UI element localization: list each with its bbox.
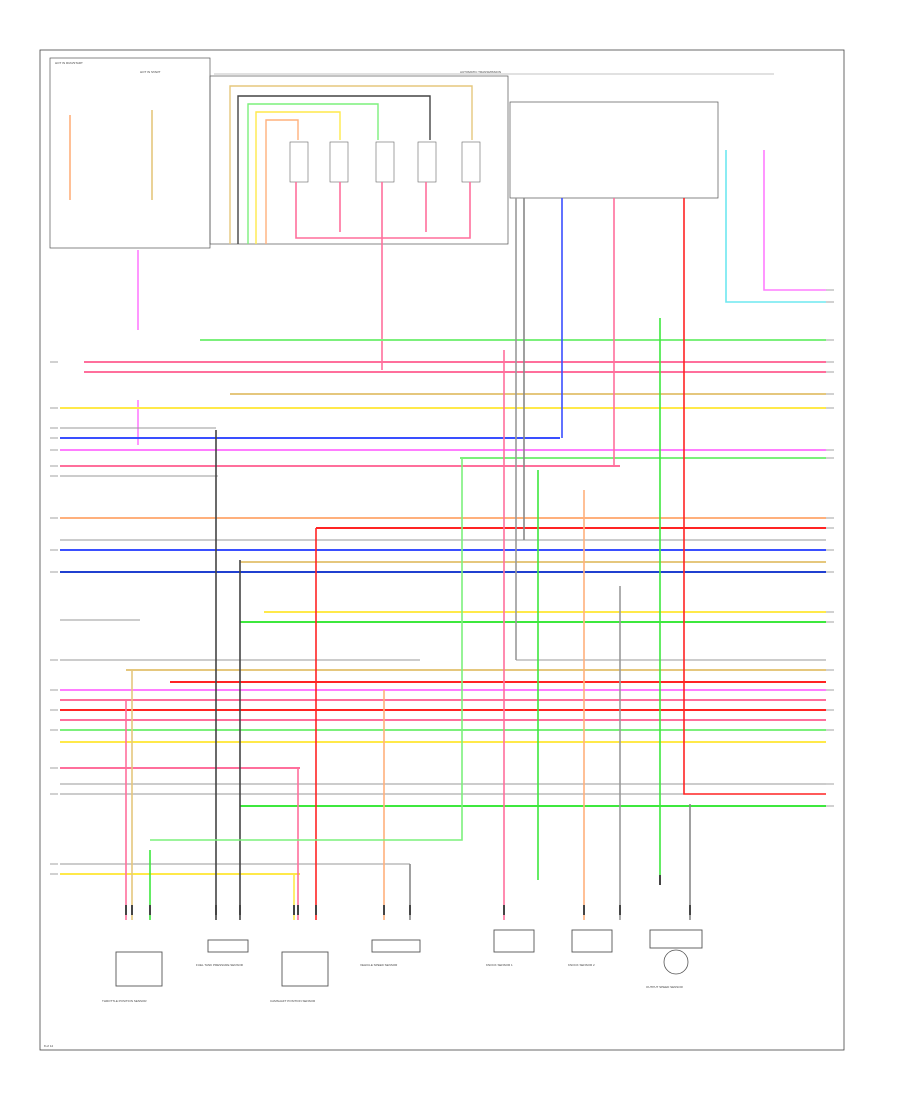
pressure-switch-wires xyxy=(515,150,826,795)
vertical-wires xyxy=(125,318,691,920)
upper-feed-wires xyxy=(229,85,473,244)
bus-wires xyxy=(60,339,826,875)
solenoid-group xyxy=(289,141,481,183)
fuse-wires xyxy=(69,110,153,445)
left-terminals xyxy=(50,361,58,875)
component-label-camshaft: CAMSHAFT POSITION SENSOR xyxy=(270,999,316,1003)
component-label-vss: VEHICLE SPEED SENSOR xyxy=(360,963,398,967)
diagram-frame xyxy=(39,49,845,1051)
component-label-knock-1: KNOCK SENSOR 1 xyxy=(486,963,513,967)
knock-sensor-1 xyxy=(493,929,535,953)
top-left-label-a: HOT IN RUN/START xyxy=(55,61,83,65)
pressure-switch-box xyxy=(509,101,719,199)
connector-ticks xyxy=(125,875,691,915)
vehicle-speed-sensor xyxy=(371,939,421,953)
top-left-label-b: HOT IN START xyxy=(140,70,161,74)
header-label: AUTOMATIC TRANSMISSION xyxy=(460,70,501,74)
component-label-fuel-tank: FUEL TANK PRESSURE SENSOR xyxy=(196,963,244,967)
solenoid-feed-red xyxy=(295,182,471,370)
output-speed-sensor-coil xyxy=(663,949,689,975)
fuel-tank-pressure-sensor xyxy=(207,939,249,953)
transmission-box xyxy=(209,75,509,245)
output-speed-sensor xyxy=(649,929,703,949)
fuse-box-left xyxy=(49,57,211,249)
component-label-throttle: THROTTLE POSITION SENSOR xyxy=(102,999,147,1003)
camshaft-position-sensor xyxy=(281,951,329,987)
right-terminals xyxy=(826,289,834,807)
page-number: 8 of 12 xyxy=(44,1044,54,1048)
component-label-knock-2: KNOCK SENSOR 2 xyxy=(568,963,595,967)
throttle-position-sensor xyxy=(115,951,163,987)
knock-sensor-2 xyxy=(571,929,613,953)
gray-wires xyxy=(60,427,826,865)
component-label-output-speed: OUTPUT SPEED SENSOR xyxy=(646,985,684,989)
